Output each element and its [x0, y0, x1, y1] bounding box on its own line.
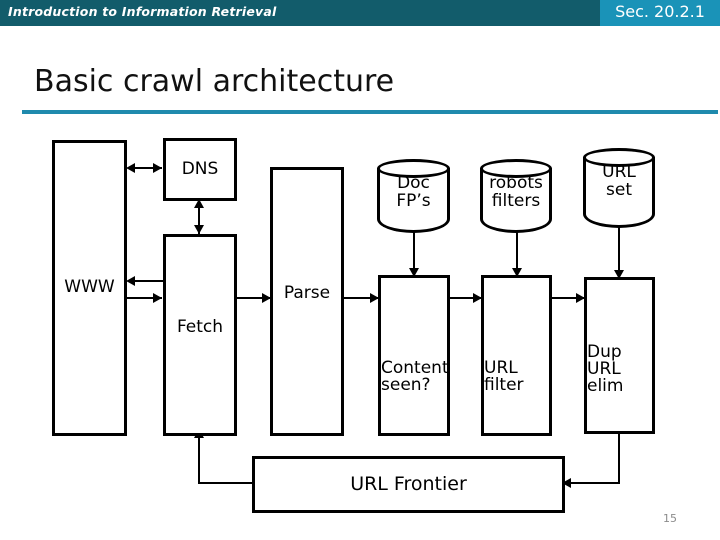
- arrowhead-dns-to-www: [126, 163, 135, 173]
- arrowhead-fetch-to-www: [126, 276, 135, 286]
- node-dup-url-elim-label-line2: URL: [587, 358, 621, 379]
- arrowhead-fetch-to-dns: [194, 199, 204, 208]
- datastore-url-set-top: [583, 148, 655, 167]
- arrowhead-parse-to-content-seen: [370, 293, 379, 303]
- connector-doc-fps-to-content-seen: [413, 228, 415, 276]
- connector-www-to-fetch: [126, 297, 162, 299]
- node-content-seen-label-line2: seen?: [381, 375, 431, 395]
- datastore-robots-filters-label-line2: filters: [491, 190, 541, 211]
- node-www[interactable]: WWW: [52, 140, 127, 436]
- page-number: 15: [663, 512, 677, 525]
- title-underline: [22, 110, 718, 114]
- node-content-seen-label-line1: Content: [381, 357, 449, 378]
- section-badge-label: Sec. 20.2.1: [615, 2, 705, 21]
- datastore-robots-filters-top: [480, 159, 552, 178]
- datastore-url-set-label: URL set: [602, 162, 636, 200]
- datastore-doc-fps-top: [377, 159, 450, 178]
- arrowhead-url-set-to-dup-url-elim: [614, 270, 624, 279]
- node-www-label: WWW: [64, 277, 115, 298]
- datastore-robots-filters-body: [480, 168, 552, 233]
- datastore-url-set[interactable]: URL set: [583, 148, 655, 228]
- arrowhead-www-to-fetch: [153, 293, 162, 303]
- node-url-frontier-label: URL Frontier: [350, 472, 467, 495]
- node-url-filter-label-line1: URL: [484, 357, 518, 378]
- connector-content-seen-to-url-filter: [449, 297, 485, 299]
- arrowhead-www-to-dns: [153, 163, 162, 173]
- connector-fetch-to-parse: [236, 297, 272, 299]
- node-parse-label: Parse: [283, 283, 331, 303]
- arrowhead-url-filter-to-dup-url-elim: [576, 293, 585, 303]
- node-url-frontier[interactable]: URL Frontier: [252, 456, 565, 513]
- node-fetch[interactable]: Fetch: [163, 234, 237, 436]
- datastore-robots-filters[interactable]: robots filters: [480, 159, 552, 233]
- arrowhead-dns-to-fetch: [194, 225, 204, 234]
- connector-fetch-to-www: [128, 280, 164, 282]
- connector-dup-url-elim-down: [618, 433, 620, 483]
- datastore-doc-fps-body: [377, 168, 450, 233]
- datastore-doc-fps-label-line2: FP’s: [396, 190, 431, 211]
- datastore-url-set-label-line2: set: [606, 179, 632, 200]
- datastore-doc-fps-label: Doc FP’s: [396, 173, 431, 211]
- datastore-doc-fps-label-line1: Doc: [397, 173, 430, 193]
- arrowhead-doc-fps-to-content-seen: [409, 268, 419, 277]
- node-dup-url-elim-label-line3: elim: [587, 376, 624, 397]
- section-badge: Sec. 20.2.1: [600, 0, 720, 26]
- node-dns[interactable]: DNS: [163, 138, 237, 201]
- arrowhead-robots-filters-to-url-filter: [512, 268, 522, 277]
- node-parse[interactable]: Parse: [270, 167, 344, 436]
- node-fetch-label: Fetch: [176, 317, 224, 337]
- connector-dup-url-elim-to-url-frontier: [566, 482, 620, 484]
- datastore-doc-fps[interactable]: Doc FP’s: [377, 159, 450, 233]
- node-url-filter-label-line2: filter: [484, 375, 524, 395]
- connector-url-set-to-dup-url-elim: [618, 226, 620, 278]
- connector-url-filter-to-dup-url-elim: [551, 297, 588, 299]
- node-url-filter[interactable]: URL filter: [481, 275, 552, 436]
- connector-url-frontier-left: [198, 482, 254, 484]
- arrowhead-dup-url-elim-to-url-frontier: [562, 478, 571, 488]
- connector-dns-fetch: [198, 200, 200, 234]
- arrowhead-fetch-to-parse: [262, 293, 271, 303]
- datastore-robots-filters-label: robots filters: [489, 173, 543, 211]
- course-title: Introduction to Information Retrieval: [8, 4, 277, 19]
- connector-parse-to-content-seen: [344, 297, 380, 299]
- datastore-robots-filters-label-line1: robots: [489, 173, 543, 193]
- node-dup-url-elim-label-line1: Dup: [587, 341, 622, 362]
- connector-www-dns: [128, 167, 162, 169]
- datastore-url-set-label-line1: URL: [602, 162, 636, 182]
- node-content-seen[interactable]: Content seen?: [378, 275, 450, 436]
- datastore-url-set-body: [583, 157, 655, 228]
- node-dup-url-elim[interactable]: Dup URL elim: [584, 277, 655, 434]
- page-title: Basic crawl architecture: [34, 64, 395, 99]
- node-dns-label: DNS: [181, 158, 219, 179]
- connector-url-frontier-to-fetch: [198, 437, 200, 483]
- connector-robots-filters-to-url-filter: [516, 228, 518, 276]
- arrowhead-content-seen-to-url-filter: [473, 293, 482, 303]
